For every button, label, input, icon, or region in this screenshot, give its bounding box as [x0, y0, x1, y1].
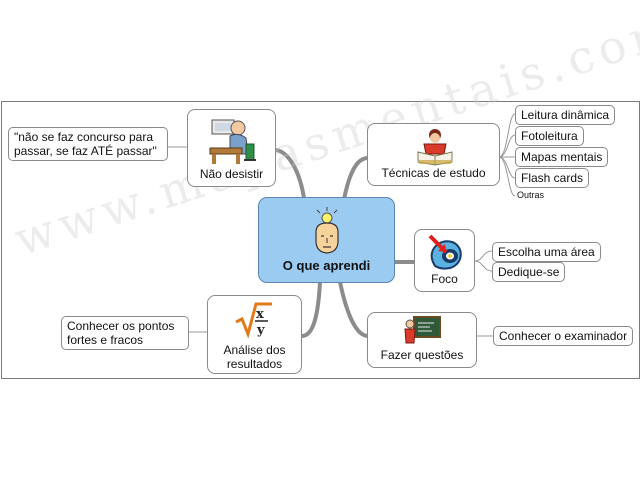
central-topic[interactable]: O que aprendi	[258, 197, 395, 283]
topic-tecnicas-label: Técnicas de estudo	[381, 166, 486, 180]
leaf-fotoleitura[interactable]: Fotoleitura	[515, 126, 584, 146]
leaf-flash-cards[interactable]: Flash cards	[515, 168, 590, 188]
leaf-conhecer-pontos-fortes-fracos[interactable]: Conhecer os pontos fortes e fracos	[61, 316, 189, 350]
topic-analise-label: Análise dos resultados	[223, 343, 286, 371]
leaf-escolha-uma-area[interactable]: Escolha uma área	[492, 242, 601, 262]
leaf-mapas-mentais[interactable]: Mapas mentais	[515, 147, 609, 167]
central-topic-label: O que aprendi	[282, 258, 371, 273]
reading-student-icon	[417, 129, 453, 166]
blackboard-teacher-icon	[404, 316, 441, 344]
worker-at-desk-icon	[209, 119, 256, 164]
topic-fazer-questoes[interactable]: Fazer questões	[367, 312, 477, 368]
topic-analise-dos-resultados[interactable]: x y Análise dos resultados	[207, 295, 302, 374]
leaf-conhecer-o-examinador[interactable]: Conhecer o examinador	[493, 326, 634, 346]
topic-foco-label: Foco	[431, 272, 458, 286]
leaf-outras[interactable]: Outras	[517, 190, 545, 200]
leaf-leitura-dinamica[interactable]: Leitura dinâmica	[515, 105, 616, 125]
target-arrow-icon	[428, 234, 462, 270]
square-root-icon: x y	[235, 302, 272, 338]
topic-tecnicas-de-estudo[interactable]: Técnicas de estudo	[367, 123, 500, 186]
topic-nao-desistir-label: Não desistir	[199, 167, 264, 181]
note-nao-desistir[interactable]: "não se faz concurso para passar, se faz…	[8, 127, 168, 161]
topic-nao-desistir[interactable]: Não desistir	[187, 109, 276, 187]
svg-text:x: x	[256, 307, 264, 322]
leaf-dedique-se[interactable]: Dedique-se	[492, 262, 566, 282]
topic-fazer-questoes-label: Fazer questões	[380, 348, 464, 362]
lightbulb-face-icon	[315, 207, 339, 254]
svg-text:y: y	[256, 323, 265, 338]
topic-foco[interactable]: Foco	[414, 229, 475, 292]
